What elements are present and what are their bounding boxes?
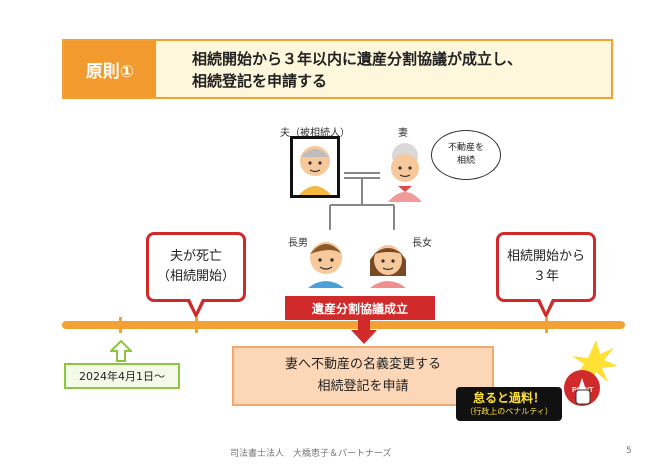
penalty-main-text: 怠ると過料！ <box>472 391 545 405</box>
son-face-icon <box>308 242 344 288</box>
death-callout-pointer <box>186 299 206 319</box>
speech-line-2: 相続 <box>456 156 475 166</box>
header-banner: 原則① 相続開始から３年以内に遺産分割協議が成立し、 相続登記を申請する <box>62 39 613 99</box>
daughter-face-icon <box>370 245 406 288</box>
wife-face-icon <box>388 143 422 202</box>
death-callout-line-2: （相続開始） <box>156 269 235 284</box>
registration-line-1: 妻へ不動産の名義変更する <box>284 357 441 372</box>
timeline-tick <box>195 317 198 333</box>
three-years-callout: 相続開始から ３年 <box>496 232 596 302</box>
penalty-badge: 怠ると過料！ （行政上のペナルティ） <box>456 387 562 421</box>
page-number: 5 <box>626 446 632 456</box>
up-arrow-icon <box>110 340 132 362</box>
principle-line-2: 相続登記を申請する <box>192 72 328 90</box>
penalty-sub-text: （行政上のペナルティ） <box>465 407 553 416</box>
principle-text: 相続開始から３年以内に遺産分割協議が成立し、 相続登記を申請する <box>192 48 522 92</box>
husband-portrait-frame <box>290 136 340 198</box>
agreement-label: 遺産分割協議成立 <box>285 296 435 320</box>
registration-line-2: 相続登記を申請 <box>317 379 409 394</box>
timeline-tick <box>545 317 548 333</box>
husband-face-icon <box>293 139 337 195</box>
principle-tag: 原則① <box>64 41 156 97</box>
timeline-bar <box>62 321 625 329</box>
husband-label: 夫（被相続人） <box>280 128 350 139</box>
family-tree-lines <box>329 172 395 230</box>
registration-box: 妻へ不動産の名義変更する 相続登記を申請 <box>232 346 494 406</box>
timeline-tick <box>119 317 122 333</box>
death-callout-line-1: 夫が死亡 <box>169 249 222 264</box>
three-years-line-1: 相続開始から <box>506 249 585 264</box>
death-callout: 夫が死亡 （相続開始） <box>146 232 246 302</box>
down-arrow-icon <box>351 320 377 344</box>
wife-label: 妻 <box>398 128 408 139</box>
footer-text: 司法書士法人 大橋恵子＆パートナーズ <box>230 449 392 459</box>
son-label: 長男 <box>288 238 308 249</box>
speech-line-1: 不動産を <box>447 143 484 153</box>
principle-line-1: 相続開始から３年以内に遺産分割協議が成立し、 <box>192 50 523 68</box>
start-date-label: 2024年4月1日〜 <box>64 363 180 389</box>
point-hand-icon: POINT <box>564 340 618 406</box>
speech-bubble: 不動産を 相続 <box>431 130 501 180</box>
three-years-callout-pointer <box>536 299 556 319</box>
daughter-label: 長女 <box>412 238 432 249</box>
three-years-line-2: ３年 <box>532 269 559 284</box>
